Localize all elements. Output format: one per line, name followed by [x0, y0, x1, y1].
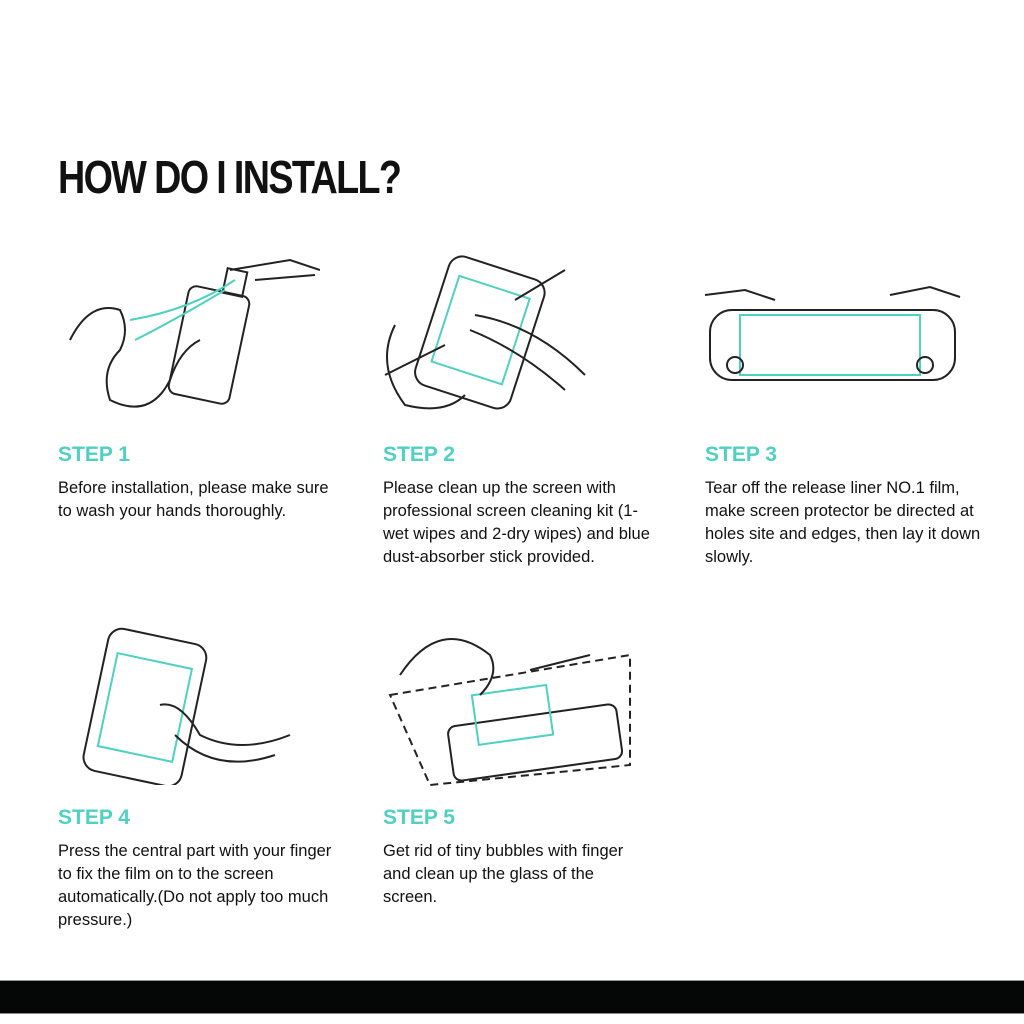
step-1: STEP 1 Before installation, please make …: [58, 443, 358, 523]
step-2: STEP 2 Please clean up the screen with p…: [383, 443, 683, 569]
step-3: STEP 3 Tear off the release liner NO.1 f…: [705, 443, 1005, 569]
page-title: HOW DO I INSTALL?: [58, 151, 402, 203]
step-text: Get rid of tiny bubbles with finger and …: [383, 842, 624, 906]
step-label: STEP 1: [58, 443, 130, 466]
press-center-icon: [75, 625, 305, 785]
step-text: Press the central part with your finger …: [58, 842, 332, 929]
step-label: STEP 4: [58, 806, 130, 829]
step-5: STEP 5 Get rid of tiny bubbles with fing…: [383, 806, 683, 909]
step-4: STEP 4 Press the central part with your …: [58, 806, 358, 932]
step-label: STEP 3: [705, 443, 777, 466]
hand-washing-icon: [60, 250, 320, 420]
step-text: Please clean up the screen with professi…: [383, 479, 650, 566]
step-label: STEP 5: [383, 806, 455, 829]
screen-cleaning-icon: [375, 255, 635, 415]
apply-film-icon: [700, 280, 970, 390]
remove-bubbles-icon: [380, 620, 640, 790]
step-text: Before installation, please make sure to…: [58, 479, 329, 520]
step-text: Tear off the release liner NO.1 film, ma…: [705, 479, 981, 566]
footer-bar: [0, 980, 1024, 1014]
step-label: STEP 2: [383, 443, 455, 466]
